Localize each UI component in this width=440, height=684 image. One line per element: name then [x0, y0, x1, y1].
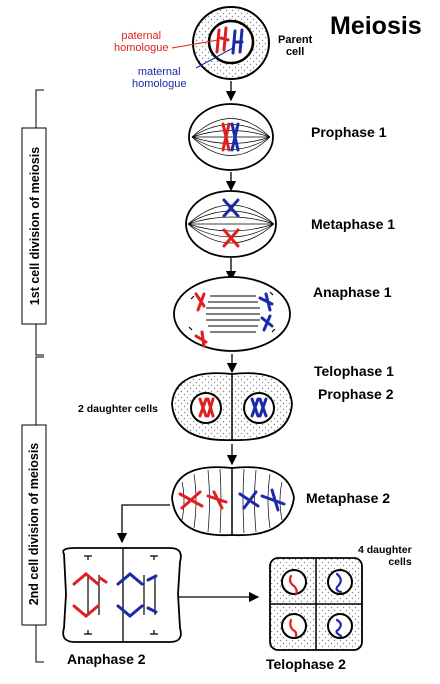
second-division-box: [21, 424, 47, 626]
first-division-label: 1st cell division of meiosis: [28, 146, 42, 306]
parent-cell: [192, 6, 270, 80]
paternal-pointer: [171, 39, 219, 49]
telophase2-label: Telophase 2: [266, 656, 346, 672]
paternal-homologue-label: paternal homologue: [114, 30, 169, 54]
maternal-homologue-label: maternal homologue: [132, 66, 187, 90]
diagram-title: Meiosis: [330, 12, 422, 40]
metaphase2-cells: [171, 466, 295, 537]
flow-arrows: [116, 81, 260, 603]
first-division-box: [21, 127, 47, 325]
anaphase2-cells: [62, 547, 182, 643]
anaphase2-label: Anaphase 2: [67, 651, 146, 667]
metaphase1-label: Metaphase 1: [311, 216, 396, 232]
telophase1-cells: [171, 372, 293, 441]
maternal-pointer: [195, 47, 234, 69]
telophase1-label: Telophase 1: [314, 363, 394, 379]
two-daughter-cells-label: 2 daughter cells: [78, 403, 158, 415]
parent-cell-label: Parent cell: [278, 34, 313, 58]
metaphase1-cell: [185, 190, 277, 258]
telophase2-cells: [269, 557, 363, 651]
four-daughter-cells-label: 4 daughter cells: [358, 544, 412, 568]
prophase1-label: Prophase 1: [311, 124, 387, 140]
second-division-label: 2nd cell division of meiosis: [27, 442, 41, 606]
prophase1-cell: [188, 103, 274, 171]
anaphase1-cell: [173, 276, 291, 352]
prophase2-label: Prophase 2: [318, 386, 394, 402]
anaphase1-label: Anaphase 1: [313, 284, 392, 300]
metaphase2-label: Metaphase 2: [306, 490, 391, 506]
